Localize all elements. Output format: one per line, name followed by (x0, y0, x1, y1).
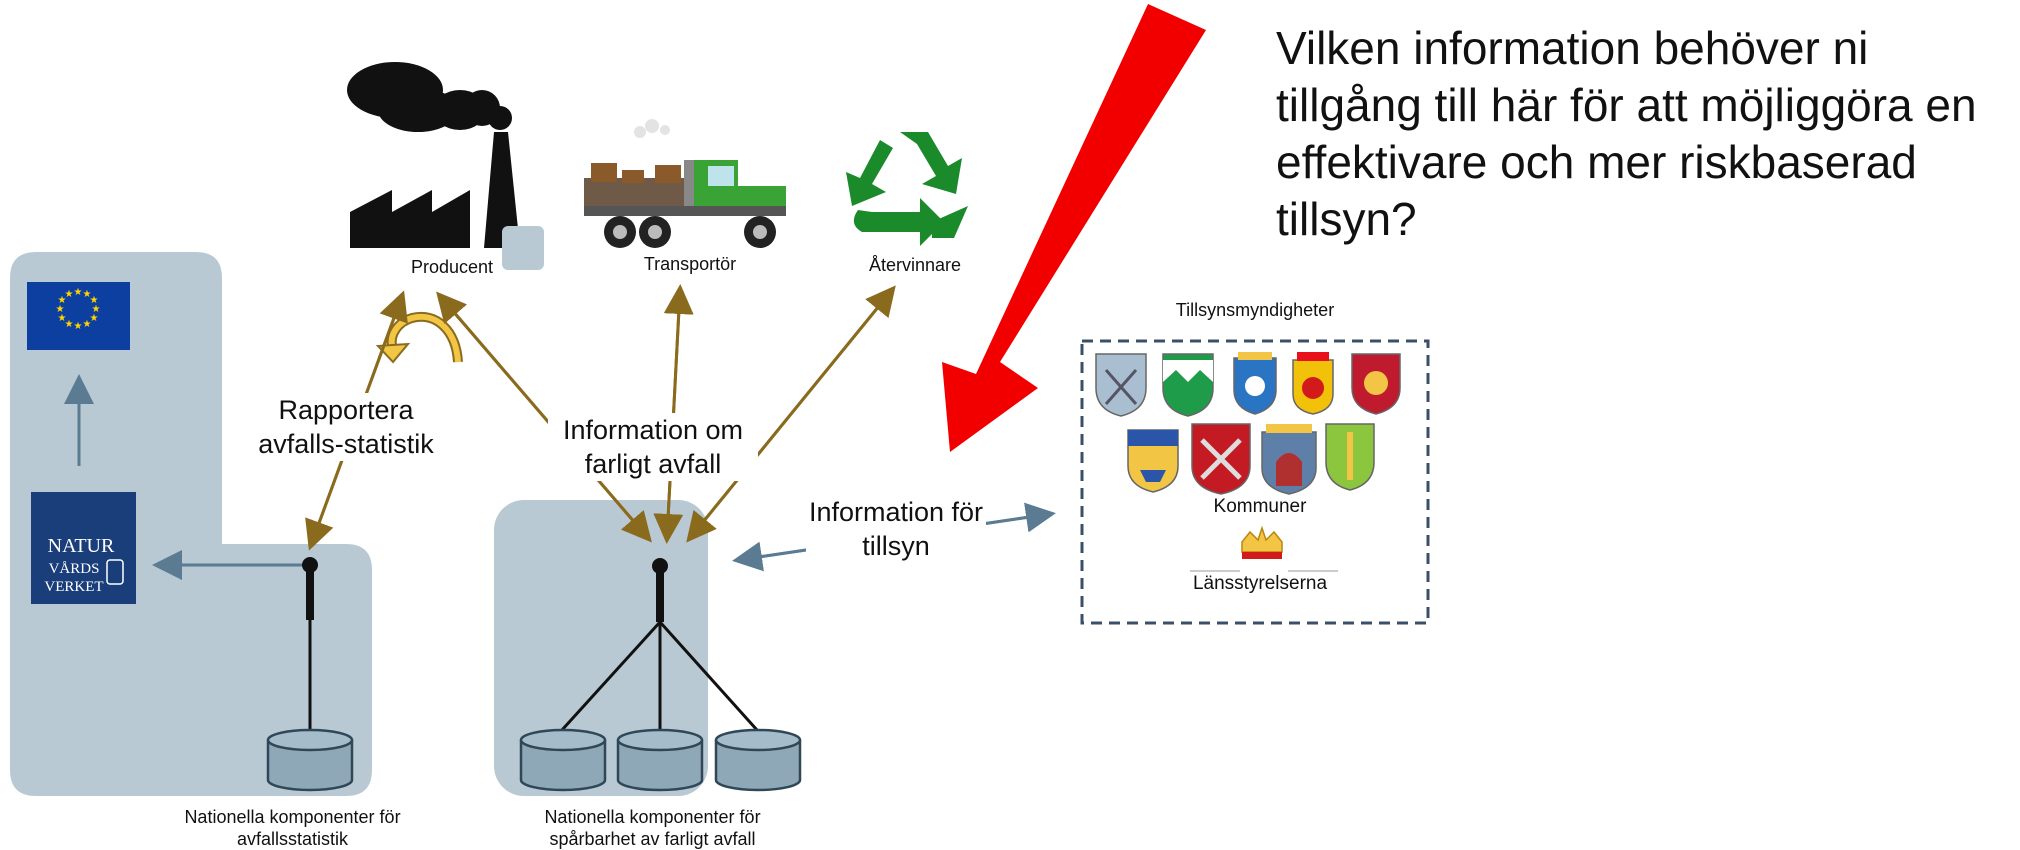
producer-arrow (436, 291, 652, 543)
svg-text:★: ★ (56, 304, 65, 315)
svg-text:★: ★ (92, 304, 101, 315)
coat-of-arms-icon (1191, 423, 1251, 495)
coat-of-arms-icon (1127, 429, 1179, 493)
recycle-icon (846, 132, 968, 246)
hazardous-info-label: Information om farligt avfall (548, 413, 758, 481)
traceability-components-label: Nationella komponenter för spårbarhet av… (544, 807, 761, 849)
svg-text:★: ★ (83, 319, 92, 330)
municipalities-label: Kommuner (1213, 496, 1307, 517)
red-arrow (942, 4, 1206, 452)
factory-icon (347, 62, 544, 270)
county-boards-label: Länsstyrelserna (1192, 573, 1328, 594)
svg-text:★: ★ (74, 287, 83, 298)
svg-text:★: ★ (74, 321, 83, 332)
svg-text:VÅRDS: VÅRDS (49, 561, 100, 577)
database-icon (266, 728, 354, 792)
recycler-arrow (686, 285, 896, 543)
coat-of-arms-icon (1095, 353, 1147, 417)
statistics-panel (10, 252, 372, 796)
eu-flag-icon: ★★★ ★★★ ★★★ ★★★ (27, 282, 130, 350)
naturvardsverket-logo: NATUR VÅRDS VERKET (31, 492, 136, 604)
svg-text:★: ★ (58, 313, 67, 324)
svg-text:★: ★ (65, 319, 74, 330)
crown-icon (1241, 525, 1283, 559)
svg-text:★: ★ (83, 289, 92, 300)
recycler-label: Återvinnare (868, 255, 962, 275)
statistics-components-label: Nationella komponenter för avfallsstatis… (184, 807, 401, 849)
reporting-label: Rapportera avfalls-statistik (256, 393, 436, 461)
svg-text:★: ★ (90, 295, 99, 306)
database-icon (519, 728, 607, 792)
database-icon (616, 728, 704, 792)
transporter-label: Transportör (643, 254, 737, 274)
traceability-panel (494, 500, 708, 796)
svg-text:NATUR: NATUR (48, 535, 115, 557)
truck-icon (584, 119, 786, 248)
svg-text:★: ★ (65, 289, 74, 300)
question-text: Vilken information behöver ni tillgång t… (1276, 22, 1977, 245)
producer-label: Producent (410, 257, 494, 277)
traceability-node (652, 558, 668, 574)
coat-of-arms-icon (1292, 352, 1334, 415)
svg-text:VERKET: VERKET (44, 579, 103, 595)
coat-of-arms-icon (1261, 424, 1317, 495)
coat-of-arms-icon (1162, 353, 1214, 417)
svg-text:★: ★ (90, 313, 99, 324)
authorities-box (1080, 339, 1430, 625)
supervision-info-label: Information för tillsyn (806, 495, 986, 563)
coat-of-arms-icon (1233, 352, 1277, 415)
loop-arrow-icon (375, 311, 463, 364)
svg-text:★: ★ (58, 295, 67, 306)
database-icon (714, 728, 802, 792)
stats-node (302, 557, 318, 573)
authorities-title: Tillsynsmyndigheter (1175, 300, 1335, 320)
coat-of-arms-icon (1351, 353, 1401, 415)
coat-of-arms-icon (1325, 423, 1375, 491)
